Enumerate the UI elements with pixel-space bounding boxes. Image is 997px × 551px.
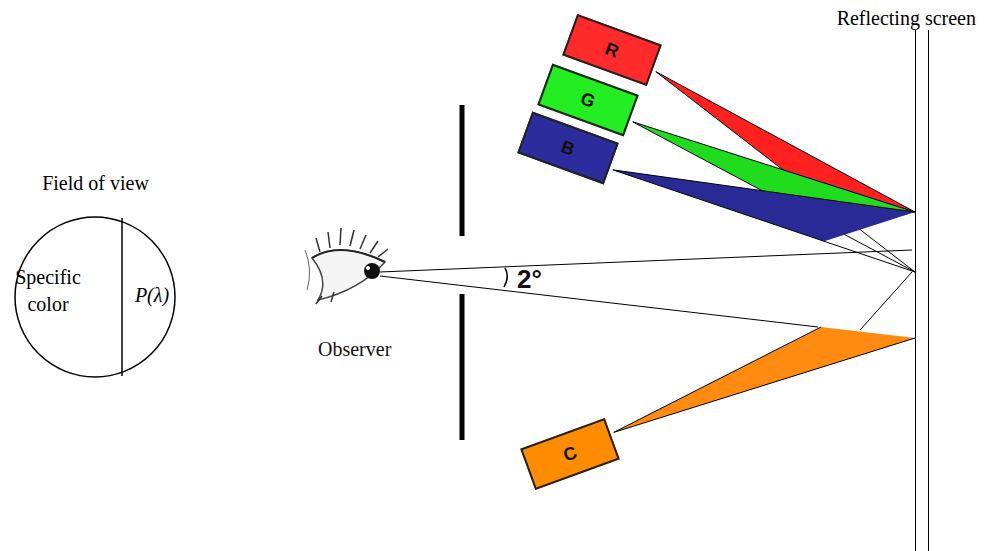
light-beam: [614, 327, 915, 432]
projector-label: G: [578, 88, 598, 113]
beam-fill: [614, 327, 915, 432]
view-ray: [380, 250, 912, 272]
field-title: Field of view: [8, 172, 183, 195]
projector-label: C: [560, 442, 579, 466]
view-ray: [380, 276, 818, 327]
beam-edge: [614, 327, 821, 432]
reflect-ray: [860, 272, 912, 330]
beam-fill: [613, 170, 915, 242]
eye-icon: [305, 228, 388, 304]
divider-line: [121, 218, 123, 376]
angle-label: 2°: [517, 264, 542, 295]
projector-label: R: [602, 38, 621, 62]
projector-label: B: [558, 136, 577, 160]
field-of-view: Field of viewSpecific color P(λ): [8, 172, 183, 384]
barrier: [460, 105, 465, 236]
screen-label: Reflecting screen: [835, 7, 978, 30]
beam-edge: [613, 170, 915, 272]
light-beam: [613, 170, 915, 272]
beam-edge: [613, 170, 915, 212]
angle-arc: [504, 268, 507, 287]
observer-label: Observer: [318, 338, 391, 361]
barrier: [460, 294, 465, 440]
beam-edge: [614, 338, 915, 432]
half-label: P(λ): [126, 284, 178, 307]
half-label: Specific color: [8, 264, 118, 318]
projector-box: C: [520, 418, 620, 490]
reflecting-screen: Reflecting screen: [915, 28, 929, 551]
